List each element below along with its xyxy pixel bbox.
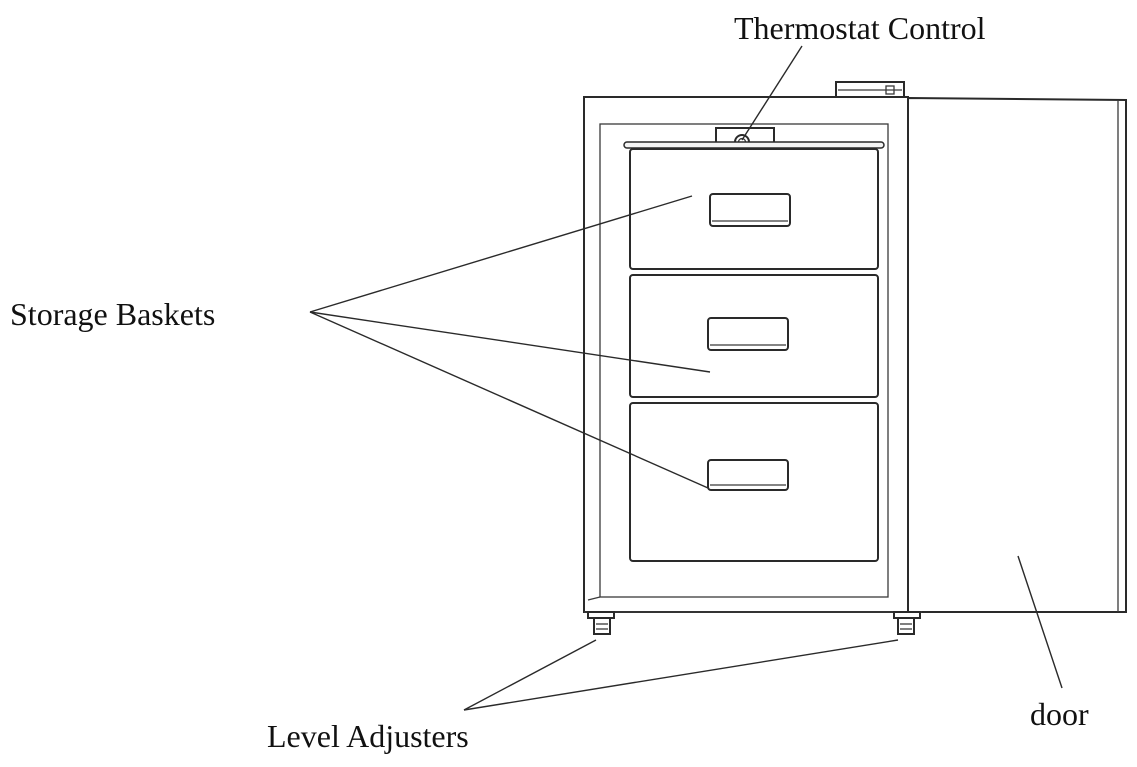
label-thermostat-control: Thermostat Control [734, 10, 986, 46]
leader-adjuster-right [463, 639, 899, 711]
leader-basket-3 [309, 311, 709, 489]
storage-basket-3 [629, 402, 879, 562]
leader-lines [309, 45, 1063, 711]
level-adjuster-right [893, 611, 921, 635]
leader-adjuster-left [463, 639, 597, 711]
top-hinge-block [835, 81, 905, 99]
leader-basket-1 [309, 195, 693, 313]
leader-basket-2 [309, 311, 711, 373]
top-rail [623, 141, 885, 149]
storage-basket-2 [629, 274, 879, 398]
leader-door [1017, 555, 1063, 689]
door-panel [907, 96, 1127, 613]
label-door: door [1030, 696, 1089, 732]
label-level-adjusters: Level Adjusters [267, 718, 469, 754]
level-adjuster-left [587, 611, 615, 635]
leader-thermostat [741, 45, 803, 141]
label-storage-baskets: Storage Baskets [10, 296, 216, 332]
storage-basket-1 [629, 148, 879, 270]
